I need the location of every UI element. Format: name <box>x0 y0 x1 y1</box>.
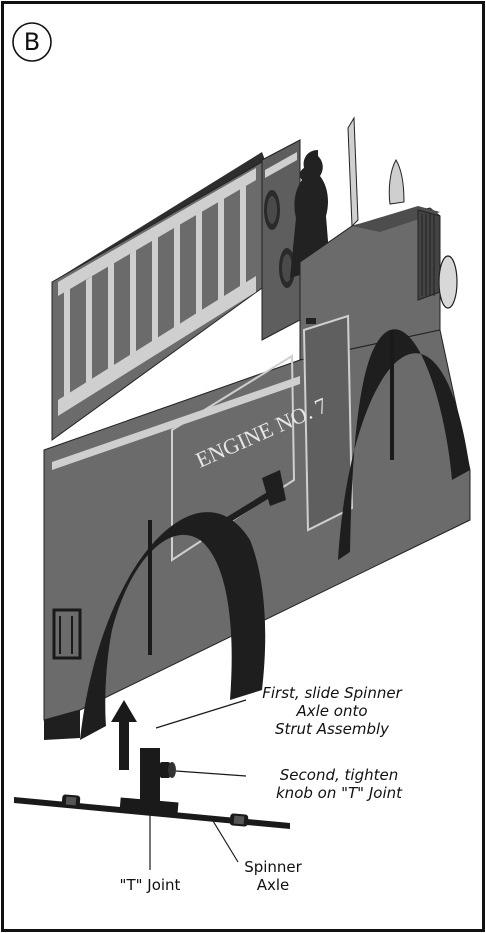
hose-reel-upper-ring <box>267 196 277 224</box>
callout-step1-line3: Strut Assembly <box>232 720 432 738</box>
door-handle <box>306 318 316 324</box>
t-joint-vertical <box>140 748 160 806</box>
headlight <box>439 256 457 308</box>
callout-step2: Second, tighten knob on "T" Joint <box>244 766 434 802</box>
label-spinner-axle-line2: Axle <box>228 876 318 894</box>
radiator-grille <box>418 210 440 300</box>
callout-step2-line2: knob on "T" Joint <box>244 784 434 802</box>
label-spinner-axle: Spinner Axle <box>228 858 318 894</box>
callout-step1: First, slide Spinner Axle onto Strut Ass… <box>232 684 432 738</box>
strut-front <box>390 330 394 460</box>
callout-step1-line2: Axle onto <box>232 702 432 720</box>
callout-step1-line1: First, slide Spinner <box>232 684 432 702</box>
label-t-joint: "T" Joint <box>100 876 200 894</box>
callout-step2-line1: Second, tighten <box>244 766 434 784</box>
panel-letter: B <box>12 22 52 62</box>
strut-rear <box>148 520 152 655</box>
label-spinner-axle-line1: Spinner <box>228 858 318 876</box>
